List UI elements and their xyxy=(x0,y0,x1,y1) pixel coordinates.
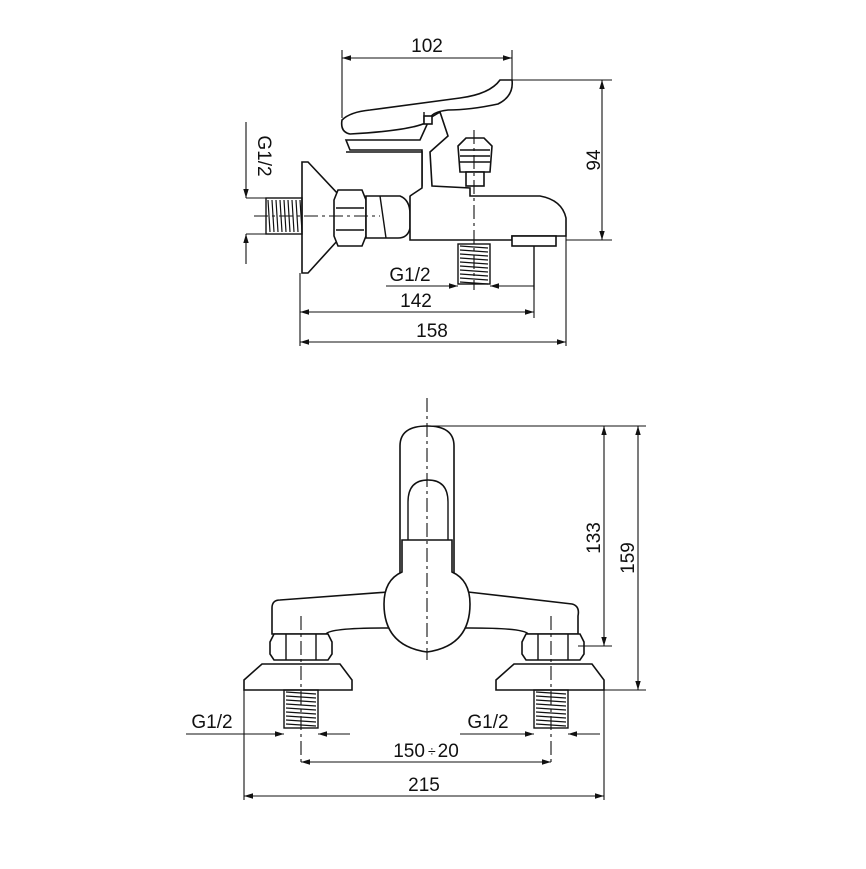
dim-g12-outlet: G1/2 xyxy=(389,265,430,286)
dim-g12-left: G1/2 xyxy=(191,712,232,733)
dim-centres-sep: ÷ xyxy=(428,743,436,759)
hex-nut xyxy=(333,189,367,247)
dim-133: 133 xyxy=(584,522,605,554)
dim-215: 215 xyxy=(408,775,440,796)
spout-outlet xyxy=(511,235,557,247)
dim-142: 142 xyxy=(400,291,432,312)
dim-centres-tolerance: 20 xyxy=(438,741,459,762)
diverter-knob xyxy=(457,137,493,187)
mixer-body xyxy=(344,110,567,241)
side-view: 102 94 G1/2 G1/2 142 158 xyxy=(243,36,612,346)
dim-g12-inlet: G1/2 xyxy=(253,135,274,176)
dim-102: 102 xyxy=(411,36,443,57)
front-view: 133 159 G1/2 G1/2 150÷20 215 xyxy=(186,398,646,800)
dim-centres-value: 150 xyxy=(393,741,425,762)
left-union-nut xyxy=(243,633,353,691)
dim-g12-right: G1/2 xyxy=(467,712,508,733)
wall-flange xyxy=(301,161,339,274)
right-union-nut xyxy=(495,633,605,691)
dim-94: 94 xyxy=(584,149,605,171)
eccentric-union xyxy=(365,195,411,239)
dim-centres: 150÷20 xyxy=(393,741,459,762)
dim-159: 159 xyxy=(618,542,639,574)
lever-handle xyxy=(340,79,514,135)
cartridge-body xyxy=(383,539,471,653)
dim-158: 158 xyxy=(416,321,448,342)
